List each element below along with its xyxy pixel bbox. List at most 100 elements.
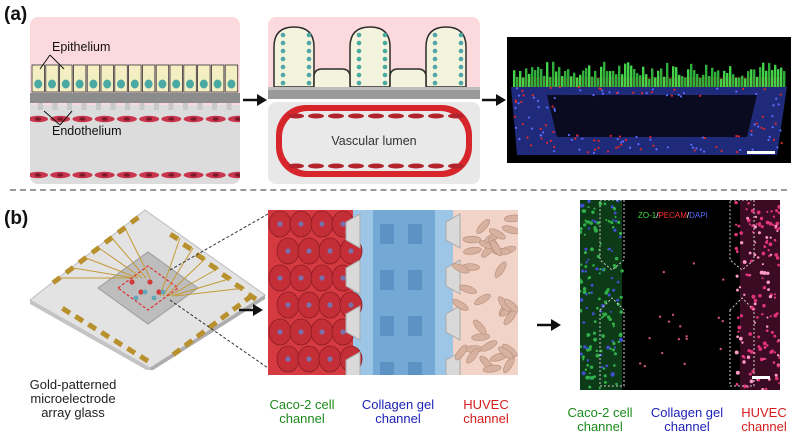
fluorescent-dot bbox=[619, 235, 622, 239]
fluorescent-dot bbox=[589, 221, 593, 225]
signal-dot bbox=[526, 136, 529, 139]
confocal-3d-image bbox=[507, 37, 791, 163]
cell-nucleus bbox=[213, 79, 222, 89]
endothelial-cell bbox=[428, 163, 444, 169]
green-signal bbox=[678, 74, 681, 89]
fluorescent-dot bbox=[768, 242, 773, 247]
fluorescent-dot bbox=[587, 258, 590, 261]
fluorescent-dot bbox=[743, 293, 746, 297]
cell-nucleus bbox=[432, 56, 438, 62]
cell-nucleus bbox=[235, 117, 240, 121]
fluorescent-dot bbox=[775, 209, 779, 213]
signal-dot bbox=[715, 145, 718, 148]
collagen-channel-label: Collagen gel channel bbox=[353, 398, 443, 426]
cell-nucleus bbox=[382, 40, 388, 46]
fluorescent-dot bbox=[593, 337, 598, 342]
fluorescent-dot bbox=[614, 216, 617, 219]
green-signal bbox=[594, 70, 597, 89]
fluorescent-dot bbox=[759, 216, 764, 221]
fluorescent-dot bbox=[738, 286, 742, 289]
signal-dot bbox=[597, 139, 600, 143]
signal-dot bbox=[578, 148, 581, 151]
cell-nucleus bbox=[227, 79, 236, 89]
gel-block bbox=[408, 270, 422, 290]
signal-dot bbox=[616, 138, 619, 141]
green-signal bbox=[585, 68, 588, 89]
gel-block bbox=[380, 362, 394, 375]
fluorescent-dot bbox=[735, 250, 739, 254]
signal-dot bbox=[777, 103, 780, 106]
fluorescent-dot bbox=[762, 271, 767, 275]
panel-a-letter: (a) bbox=[4, 4, 28, 25]
green-signal bbox=[612, 70, 615, 89]
signal-dot bbox=[649, 135, 652, 139]
arrow-right-icon bbox=[482, 94, 506, 106]
cell-nucleus bbox=[382, 48, 388, 54]
cell-nucleus bbox=[280, 48, 286, 54]
fluorescent-dot bbox=[761, 313, 764, 316]
huvec-cell bbox=[480, 340, 498, 352]
fluorescent-dot bbox=[612, 206, 616, 210]
fluorescent-dot bbox=[774, 376, 779, 381]
cell-nucleus bbox=[212, 117, 219, 121]
fluorescent-dot bbox=[741, 354, 745, 358]
green-signal bbox=[675, 67, 678, 89]
cell-nucleus bbox=[285, 302, 291, 308]
fluorescent-dot bbox=[614, 256, 619, 261]
cell-nucleus bbox=[382, 64, 388, 70]
fluorescent-dot bbox=[582, 321, 586, 324]
fluorescent-dot bbox=[596, 221, 600, 225]
green-signal bbox=[582, 70, 585, 89]
fluorescent-dot bbox=[582, 290, 587, 294]
cell-nucleus bbox=[75, 79, 84, 89]
membrane-pore bbox=[96, 103, 101, 110]
fluorescent-dot bbox=[612, 263, 616, 268]
signal-dot bbox=[779, 129, 782, 132]
signal-dot bbox=[520, 100, 523, 104]
fluorescent-dot bbox=[612, 218, 615, 221]
fluorescent-dot bbox=[765, 325, 769, 328]
signal-dot bbox=[529, 144, 533, 147]
green-signal bbox=[783, 71, 786, 89]
endothelial-signal-dots bbox=[513, 86, 783, 155]
green-signal bbox=[768, 63, 771, 89]
signal-dot bbox=[755, 122, 758, 125]
dapi-legend: DAPI bbox=[689, 211, 708, 220]
fluorescent-dot bbox=[751, 224, 754, 227]
fluorescent-dot bbox=[580, 345, 583, 349]
signal-dot bbox=[514, 106, 517, 109]
gold-trace bbox=[85, 257, 139, 279]
endothelial-cell-row-bottom bbox=[30, 171, 240, 179]
cell-nucleus bbox=[356, 64, 362, 70]
green-signal bbox=[750, 69, 753, 89]
fluorescent-dot bbox=[596, 254, 601, 259]
fluorescent-dot bbox=[777, 354, 780, 357]
label-line: Collagen gel bbox=[650, 405, 724, 420]
green-signal bbox=[564, 70, 567, 89]
fluorescent-dot bbox=[766, 280, 771, 285]
signal-dot bbox=[635, 135, 638, 139]
legend-separator: / bbox=[687, 211, 690, 220]
signal-dot bbox=[521, 123, 524, 126]
huvec-channel-label: HUVEC channel bbox=[456, 398, 516, 426]
green-signal bbox=[774, 64, 777, 89]
signal-dot bbox=[753, 123, 756, 126]
fluorescent-dot bbox=[619, 295, 623, 299]
signal-dot bbox=[615, 91, 618, 95]
scale-bar bbox=[747, 151, 775, 154]
cell-nucleus bbox=[356, 80, 362, 86]
cell-nucleus bbox=[172, 79, 181, 89]
green-signal bbox=[576, 77, 579, 89]
huvec-cell bbox=[463, 246, 482, 255]
fluorescent-dot bbox=[588, 348, 592, 351]
signal-dot bbox=[768, 135, 771, 139]
fluorescent-dot bbox=[777, 211, 780, 215]
fluorescent-dot bbox=[580, 280, 584, 284]
green-signal bbox=[549, 76, 552, 89]
cell-nucleus bbox=[319, 275, 325, 281]
fluorescent-dot bbox=[749, 259, 753, 263]
fluorescent-dot bbox=[753, 225, 757, 229]
label-line: channel bbox=[463, 411, 509, 426]
signal-dot bbox=[514, 126, 518, 129]
panel-b-letter: (b) bbox=[4, 208, 29, 229]
